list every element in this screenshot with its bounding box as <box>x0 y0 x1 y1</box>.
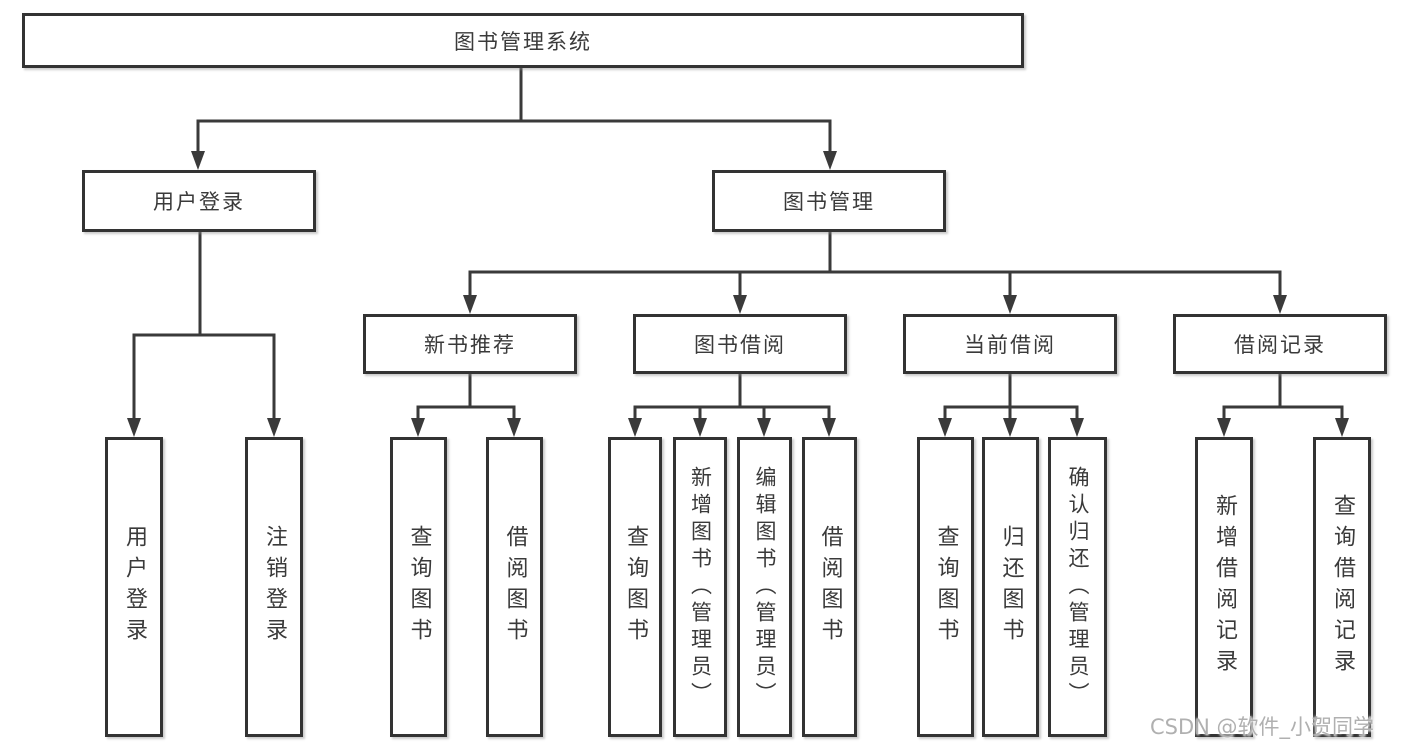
node-user-login: 用户登录 <box>82 170 316 232</box>
arrowhead-icon <box>463 295 477 314</box>
node-label: 图书借阅 <box>694 333 786 357</box>
arrowhead-icon <box>628 418 642 437</box>
arrowhead-icon <box>1217 418 1231 437</box>
leaf-label: 借阅图书 <box>817 525 843 649</box>
connector-group2-to-leaves <box>633 372 831 418</box>
leaf-borrow-books-1: 借阅图书 <box>486 437 543 737</box>
leaf-label: 查询图书 <box>623 525 648 649</box>
node-new-book-recommend: 新书推荐 <box>363 314 577 374</box>
leaf-query-books-3: 查询图书 <box>917 437 974 737</box>
arrowhead-icon <box>1003 418 1017 437</box>
node-book-borrow: 图书借阅 <box>633 314 847 374</box>
arrowhead-icon <box>507 418 521 437</box>
arrowhead-icon <box>822 418 836 437</box>
arrowhead-icon <box>733 295 747 314</box>
connector-userlogin-to-leaves <box>132 230 276 418</box>
leaf-borrow-books-2: 借阅图书 <box>802 437 857 737</box>
arrowheads <box>127 151 1349 437</box>
arrowhead-icon <box>191 151 205 170</box>
connector-group3-to-leaves <box>943 372 1079 418</box>
node-label: 当前借阅 <box>964 333 1056 357</box>
arrowhead-icon <box>127 418 141 437</box>
arrowhead-icon <box>1335 418 1349 437</box>
leaf-label: 注销登录 <box>262 525 287 649</box>
node-book-management: 图书管理 <box>712 170 946 232</box>
leaf-label: 归还图书 <box>998 525 1024 649</box>
arrowhead-icon <box>693 418 707 437</box>
leaf-add-borrow-record: 新增借阅记录 <box>1195 437 1253 737</box>
leaf-label: 查询图书 <box>406 525 432 649</box>
leaf-label: 编辑图书（管理员） <box>753 465 777 709</box>
leaf-edit-books-admin: 编辑图书（管理员） <box>737 437 792 737</box>
connector-bookmgmt-to-groups <box>468 230 1282 295</box>
arrowhead-icon <box>1003 295 1017 314</box>
leaf-query-books-1: 查询图书 <box>390 437 447 737</box>
leaf-label: 确认归还（管理员） <box>1066 465 1090 709</box>
leaf-add-books-admin: 新增图书（管理员） <box>673 437 727 737</box>
leaf-label: 借阅图书 <box>502 525 528 649</box>
leaf-user-login: 用户登录 <box>105 437 163 737</box>
leaf-confirm-return-admin: 确认归还（管理员） <box>1048 437 1107 737</box>
leaf-return-books: 归还图书 <box>982 437 1039 737</box>
node-current-borrow: 当前借阅 <box>903 314 1117 374</box>
leaf-label: 用户登录 <box>122 525 147 649</box>
csdn-watermark: CSDN @软件_小贺同学 <box>1150 715 1375 739</box>
leaf-label: 查询图书 <box>933 525 959 649</box>
node-label: 新书推荐 <box>424 333 516 357</box>
leaf-query-borrow-record: 查询借阅记录 <box>1313 437 1371 737</box>
node-label: 用户登录 <box>153 190 245 214</box>
node-label: 借阅记录 <box>1234 333 1326 357</box>
node-label: 图书管理系统 <box>454 29 592 54</box>
leaf-label: 查询借阅记录 <box>1330 494 1355 680</box>
node-borrow-records: 借阅记录 <box>1173 314 1387 374</box>
connector-group1-to-leaves <box>416 372 516 418</box>
node-library-system: 图书管理系统 <box>22 13 1024 68</box>
leaf-label: 新增借阅记录 <box>1212 494 1237 680</box>
arrowhead-icon <box>267 418 281 437</box>
connector-group4-to-leaves <box>1222 372 1344 418</box>
arrowhead-icon <box>1070 418 1084 437</box>
arrowhead-icon <box>1273 295 1287 314</box>
arrowhead-icon <box>757 418 771 437</box>
connector-root-to-level2 <box>196 66 832 151</box>
arrowhead-icon <box>411 418 425 437</box>
leaf-query-books-2: 查询图书 <box>608 437 662 737</box>
leaf-logout: 注销登录 <box>245 437 303 737</box>
leaf-label: 新增图书（管理员） <box>688 465 713 709</box>
arrowhead-icon <box>938 418 952 437</box>
node-label: 图书管理 <box>783 190 875 214</box>
arrowhead-icon <box>823 151 837 170</box>
